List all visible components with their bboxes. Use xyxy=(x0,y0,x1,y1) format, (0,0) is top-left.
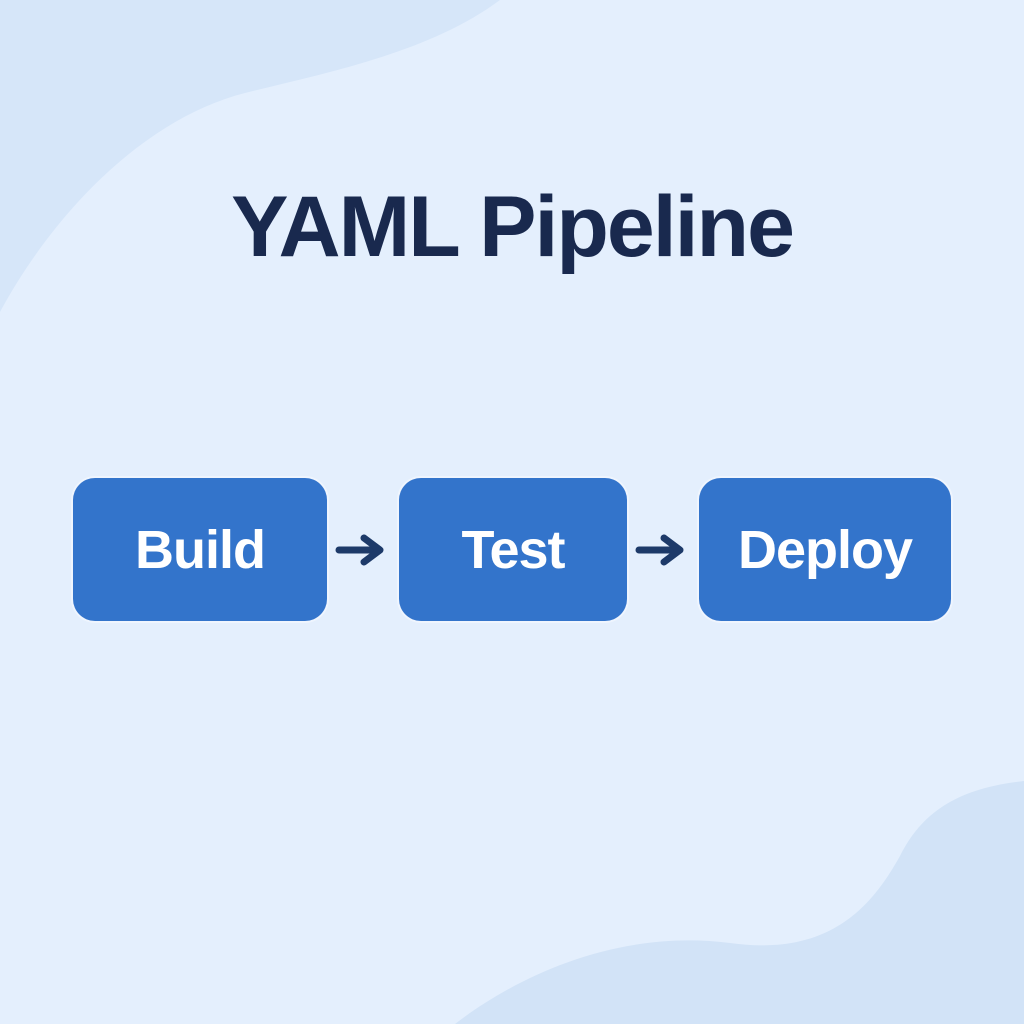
stage-test-label: Test xyxy=(461,519,565,580)
stage-test: Test xyxy=(399,478,627,621)
stage-build: Build xyxy=(73,478,327,621)
pipeline-flow: Build Test Deploy xyxy=(73,478,951,621)
bottom-wave-shape xyxy=(455,781,1024,1024)
stage-build-label: Build xyxy=(135,519,266,580)
connector-build-test xyxy=(327,528,399,572)
stage-deploy-label: Deploy xyxy=(737,519,913,580)
arrow-right-icon xyxy=(335,534,384,565)
corner-blob-shape xyxy=(0,0,500,312)
stage-deploy: Deploy xyxy=(699,478,951,621)
arrow-right-icon xyxy=(635,534,684,565)
connector-test-deploy xyxy=(627,528,699,572)
page-title: YAML Pipeline xyxy=(231,179,795,275)
